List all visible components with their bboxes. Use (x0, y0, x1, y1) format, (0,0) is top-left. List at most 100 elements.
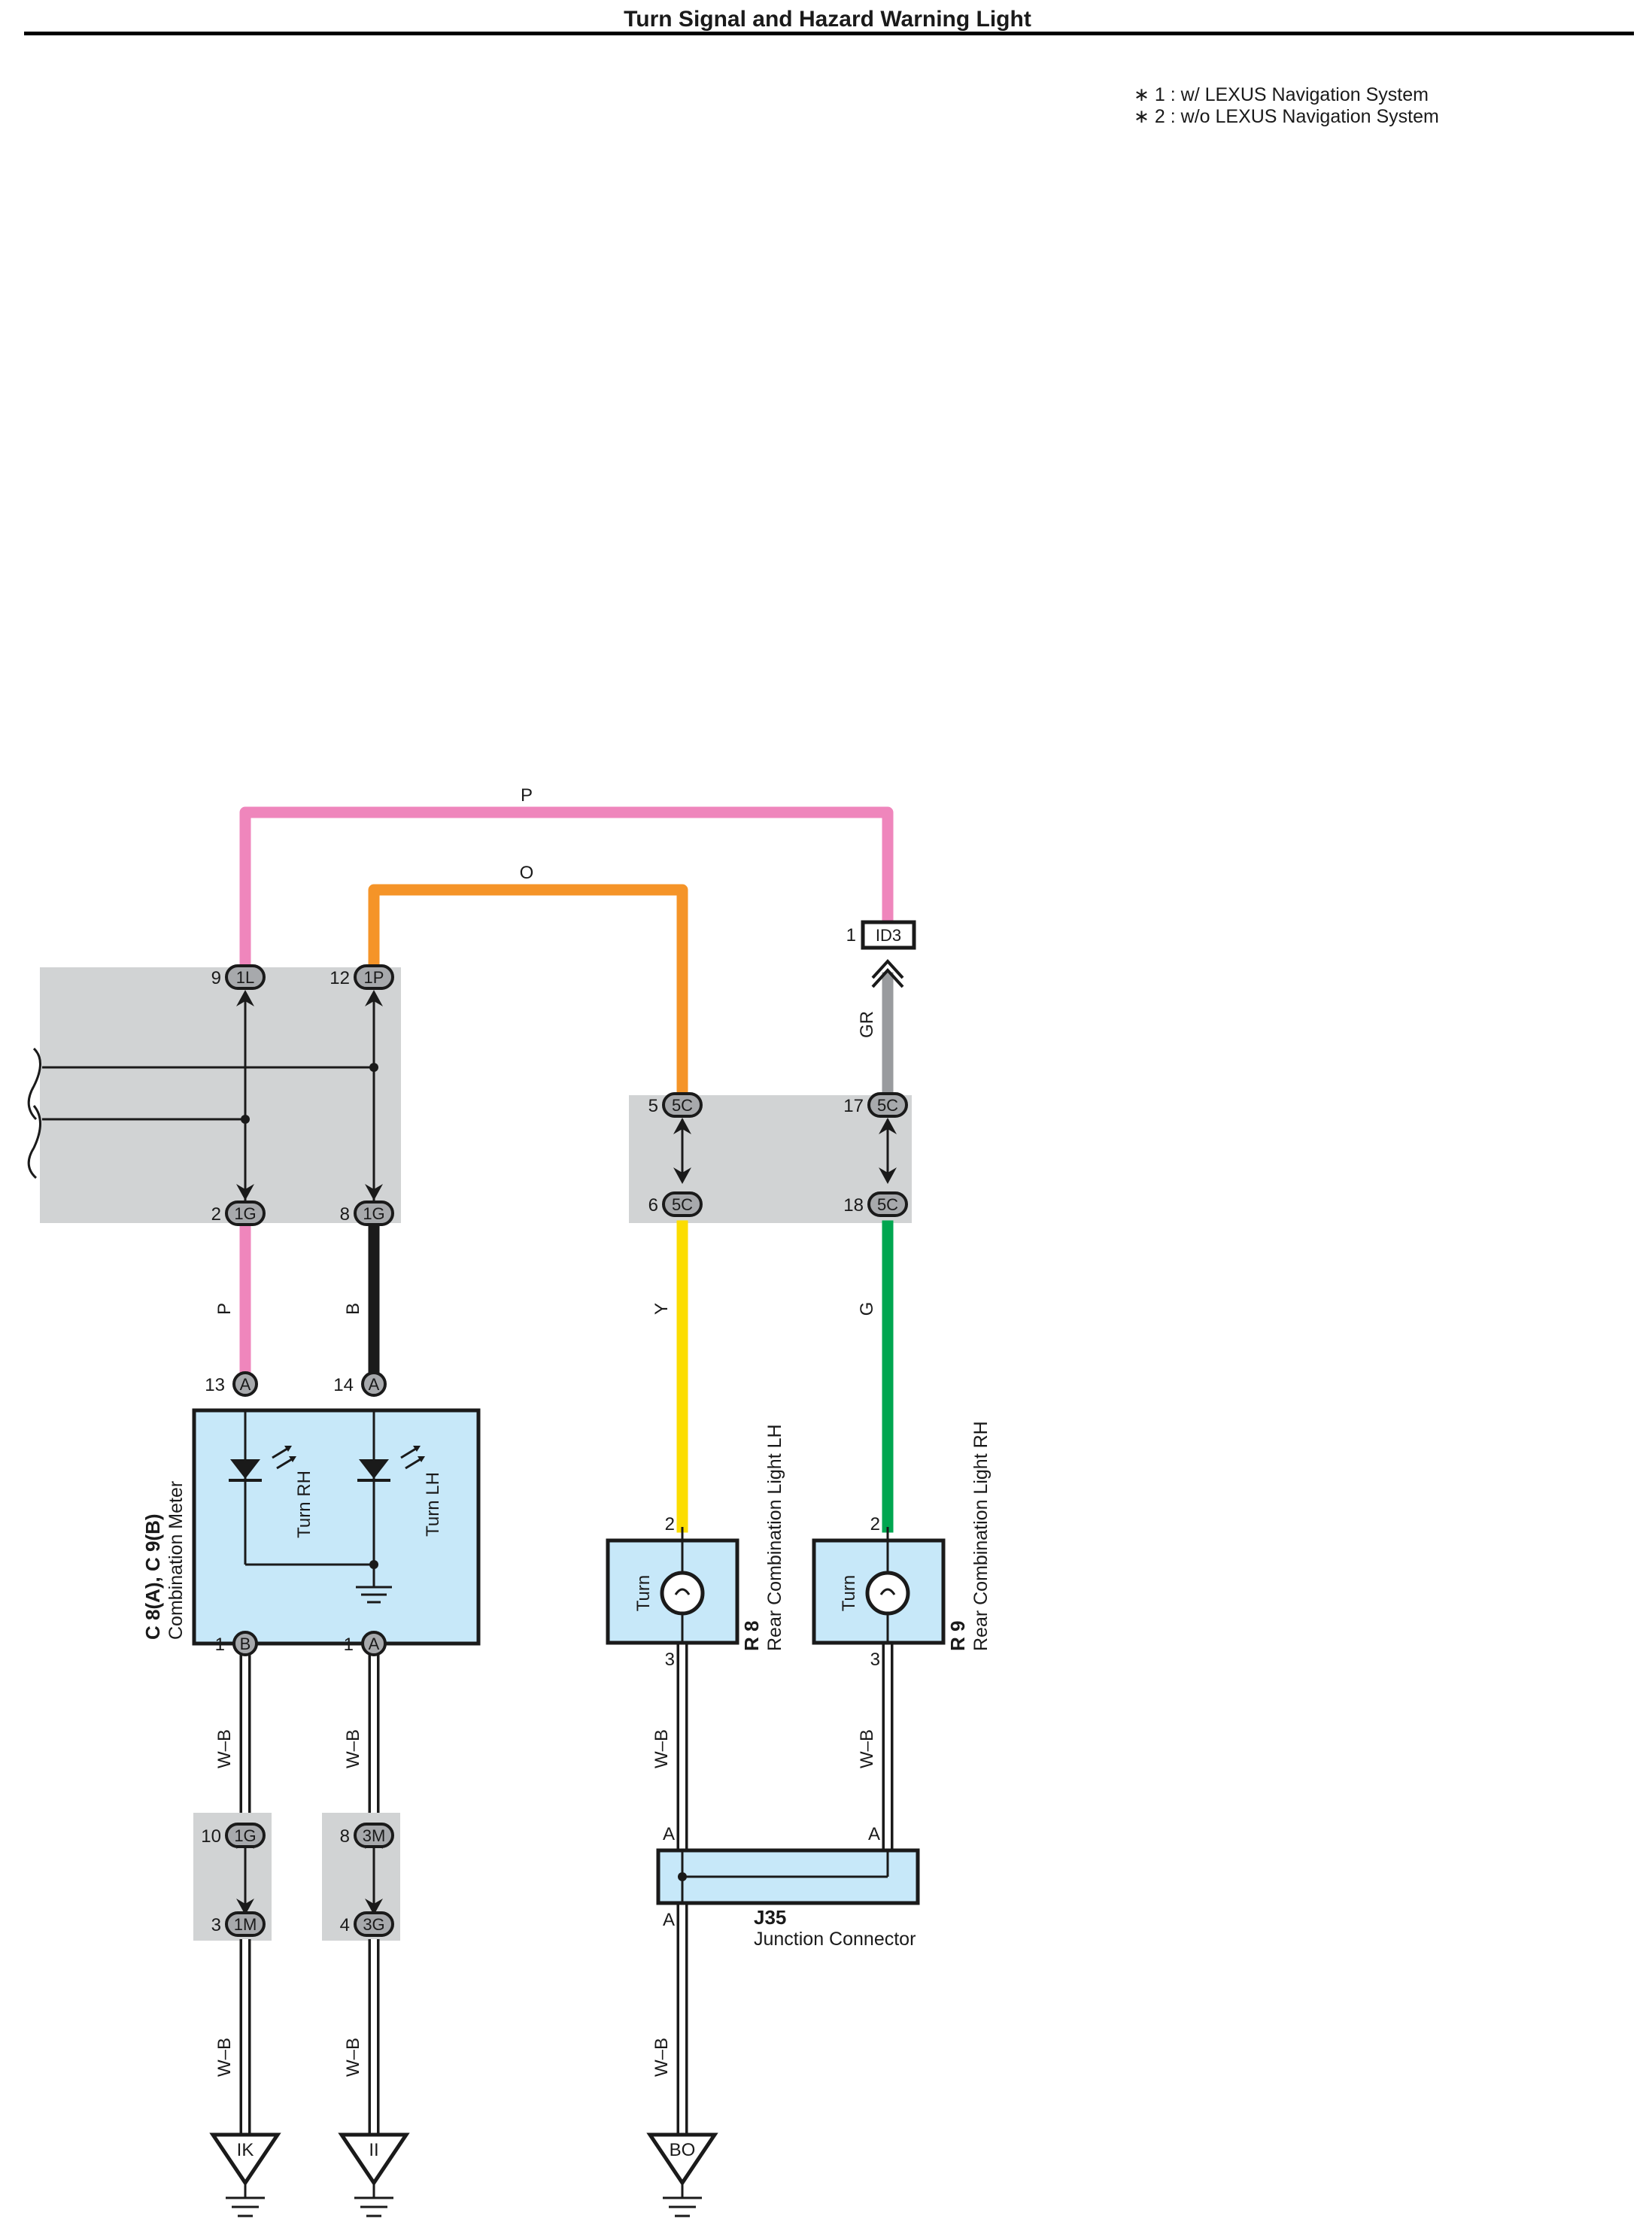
svg-text:13: 13 (205, 1375, 225, 1395)
svg-text:17: 17 (843, 1096, 864, 1116)
r9-pin-top: 2 (870, 1514, 880, 1534)
svg-text:1G: 1G (234, 1204, 256, 1223)
r8-code: R 8 (740, 1621, 763, 1651)
grounds: IK II BO (209, 2132, 718, 2217)
meter-pin-14a: A 14 (333, 1371, 387, 1397)
wire-p-top (239, 806, 894, 976)
junction-connector-j35: A A A J35 Junction Connector (656, 1824, 920, 1950)
r9-code: R 9 (946, 1621, 969, 1651)
ground-ik-icon: IK (209, 2132, 281, 2217)
svg-text:IK: IK (237, 2140, 254, 2160)
connector-pills: 1L 9 1P 12 1G 2 1G 8 5C 5 5C (211, 920, 916, 1226)
bulb-icon (660, 1571, 705, 1616)
svg-text:A: A (240, 1375, 251, 1394)
wire-label-wb1: W–B (214, 1729, 235, 1768)
meter-name: Combination Meter (166, 1481, 187, 1640)
svg-text:4: 4 (340, 1915, 350, 1935)
junction-block-left (40, 967, 401, 1223)
svg-text:9: 9 (211, 968, 221, 988)
wire-label-y: Y (651, 1303, 672, 1315)
wire-label-b-lower: B (343, 1303, 363, 1315)
svg-text:BO: BO (670, 2140, 696, 2160)
wire-labels: P O GR P B Y G W–B W–B W–B W–B W–B W–B W… (214, 785, 877, 2077)
svg-text:II: II (369, 2140, 378, 2160)
r8-pin-bottom: 3 (665, 1650, 675, 1670)
wire-label-p-top: P (521, 785, 533, 806)
r9-inner-label: Turn (839, 1575, 859, 1611)
title-rule (24, 32, 1634, 35)
note-2: ∗ 2 : w/o LEXUS Navigation System (1134, 106, 1439, 127)
ground-ii-icon: II (338, 2132, 410, 2217)
svg-text:5C: 5C (672, 1195, 693, 1214)
r8-pin-top: 2 (665, 1514, 675, 1534)
connector-5c-pin6: 5C 6 (648, 1191, 703, 1217)
wire-label-wb6: W–B (343, 2038, 363, 2077)
page-title: Turn Signal and Hazard Warning Light (624, 7, 1031, 32)
svg-text:3: 3 (211, 1915, 221, 1935)
svg-text:8: 8 (340, 1204, 350, 1225)
meter-pin-13a: A 13 (205, 1371, 258, 1397)
j35-pin-a2: A (868, 1824, 880, 1844)
svg-text:1M: 1M (234, 1915, 257, 1934)
svg-text:3M: 3M (363, 1826, 386, 1845)
svg-text:6: 6 (648, 1195, 658, 1216)
meter-pins: A 13 A 14 B 1 A 1 (205, 1371, 387, 1656)
svg-text:ID3: ID3 (876, 926, 901, 945)
wire-label-wb2: W–B (343, 1729, 363, 1768)
svg-text:1: 1 (846, 925, 856, 946)
svg-text:5C: 5C (877, 1195, 898, 1214)
turn-lh-label: Turn LH (423, 1472, 443, 1537)
svg-text:10: 10 (201, 1826, 221, 1847)
wire-label-wb5: W–B (214, 2038, 235, 2077)
connector-1g-pin2: 1G 2 (211, 1200, 266, 1226)
connector-3m-pin8: 3M 8 (340, 1823, 394, 1848)
connector-1g-pin10: 1G 10 (201, 1823, 266, 1848)
svg-text:3G: 3G (363, 1915, 384, 1934)
connector-3g-pin4: 3G 4 (340, 1911, 394, 1937)
rear-light-lh: Turn 2 3 R 8 Rear Combination Light LH (606, 1424, 785, 1670)
svg-text:1G: 1G (234, 1826, 256, 1845)
connector-5c-pin18: 5C 18 (843, 1191, 908, 1217)
svg-text:B: B (240, 1635, 251, 1653)
led-rh-icon (229, 1446, 296, 1482)
j35-name: Junction Connector (754, 1929, 916, 1950)
notes: ∗ 1 : w/ LEXUS Navigation System ∗ 2 : w… (1134, 84, 1439, 127)
meter-pin-1a: A 1 (344, 1631, 387, 1656)
svg-text:1P: 1P (364, 968, 384, 987)
svg-text:12: 12 (329, 968, 350, 988)
svg-text:5C: 5C (672, 1096, 693, 1115)
wire-label-wb7: W–B (651, 2038, 672, 2077)
connector-id3: ID3 1 (846, 920, 916, 950)
svg-text:2: 2 (211, 1204, 221, 1225)
turn-rh-label: Turn RH (294, 1471, 314, 1538)
connector-5c-pin17: 5C 17 (843, 1092, 908, 1118)
lower-connector-pills: 1G 10 1M 3 3M 8 3G 4 (201, 1823, 394, 1937)
j35-pin-a1: A (663, 1824, 675, 1844)
header: Turn Signal and Hazard Warning Light (24, 7, 1634, 35)
ground-bo-icon: BO (646, 2132, 718, 2217)
note-1: ∗ 1 : w/ LEXUS Navigation System (1134, 84, 1429, 105)
connector-1g-pin8: 1G 8 (340, 1200, 394, 1226)
connector-5c-pin5: 5C 5 (648, 1092, 703, 1118)
svg-text:1G: 1G (363, 1204, 384, 1223)
svg-text:A: A (369, 1635, 380, 1653)
svg-text:A: A (369, 1375, 380, 1394)
svg-text:5: 5 (648, 1096, 658, 1116)
wire-label-wb4: W–B (857, 1729, 877, 1768)
wire-label-g: G (857, 1302, 877, 1316)
junction-low-lines (244, 1843, 375, 1911)
wire-label-wb3: W–B (651, 1729, 672, 1768)
j35-code: J35 (754, 1906, 786, 1929)
j35-pin-a3: A (663, 1910, 675, 1930)
wire-label-o-top: O (520, 863, 534, 883)
svg-text:1: 1 (344, 1635, 354, 1655)
wires (239, 806, 894, 1533)
connector-1m-pin3: 1M 3 (211, 1911, 266, 1937)
svg-text:14: 14 (333, 1375, 354, 1395)
meter-code: C 8(A), C 9(B) (141, 1513, 164, 1640)
svg-text:18: 18 (843, 1195, 864, 1216)
connector-1p: 1P 12 (329, 964, 394, 990)
connector-1l: 1L 9 (211, 964, 266, 990)
svg-text:1: 1 (215, 1635, 225, 1655)
